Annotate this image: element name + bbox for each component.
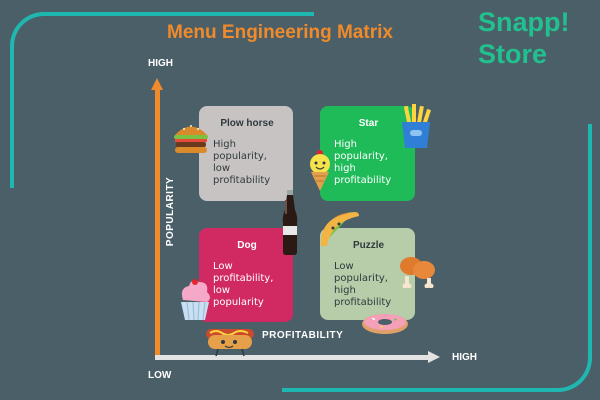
- taco-icon: [320, 212, 359, 246]
- quadrant-description: High popularity, high profitability: [334, 139, 392, 186]
- brand-logo: Snapp! Store: [478, 6, 570, 70]
- y-axis-high-label: HIGH: [148, 58, 173, 69]
- quadrant-star: Star High popularity, high profitability: [320, 106, 415, 201]
- ice-cream-icon: [310, 150, 330, 191]
- y-axis: [155, 88, 160, 360]
- burger-icon: [174, 125, 208, 153]
- soda-bottle-icon: [282, 190, 298, 255]
- logo-line-2: Store: [478, 39, 548, 69]
- quadrant-plow-horse: Plow horse High popularity, low profitab…: [199, 106, 293, 201]
- quadrant-puzzle: Puzzle Low popularity, high profitabilit…: [320, 228, 415, 320]
- donut-icon: [362, 314, 408, 334]
- y-axis-title: POPULARITY: [165, 176, 177, 247]
- hot-dog-icon: [206, 329, 254, 357]
- cupcake-icon: [181, 279, 210, 321]
- quadrant-title: Puzzle: [352, 240, 385, 251]
- chicken-drumsticks-icon: [400, 257, 435, 288]
- quadrant-dog: Dog Low profitability, low popularity: [199, 228, 293, 322]
- x-axis-title: PROFITABILITY: [262, 330, 344, 341]
- x-axis: [155, 355, 429, 360]
- quadrant-description: Low popularity, high profitability: [334, 261, 392, 308]
- origin-low-label: LOW: [148, 370, 172, 381]
- quadrant-title: Dog: [237, 240, 257, 251]
- quadrant-title: Plow horse: [220, 118, 274, 129]
- quadrant-description: Low profitability, low popularity: [213, 261, 274, 308]
- y-axis-arrow: [151, 78, 163, 90]
- page-title: Menu Engineering Matrix: [167, 22, 393, 43]
- decorative-frame-bottom-right: [282, 124, 592, 392]
- x-axis-arrow: [428, 351, 440, 363]
- fries-icon: [402, 104, 431, 148]
- logo-line-1: Snapp!: [478, 7, 570, 37]
- quadrant-description: High popularity, low profitability: [213, 139, 271, 186]
- x-axis-high-label: HIGH: [452, 352, 477, 363]
- decorative-frame-top-left: [10, 12, 314, 188]
- quadrant-title: Star: [358, 118, 379, 129]
